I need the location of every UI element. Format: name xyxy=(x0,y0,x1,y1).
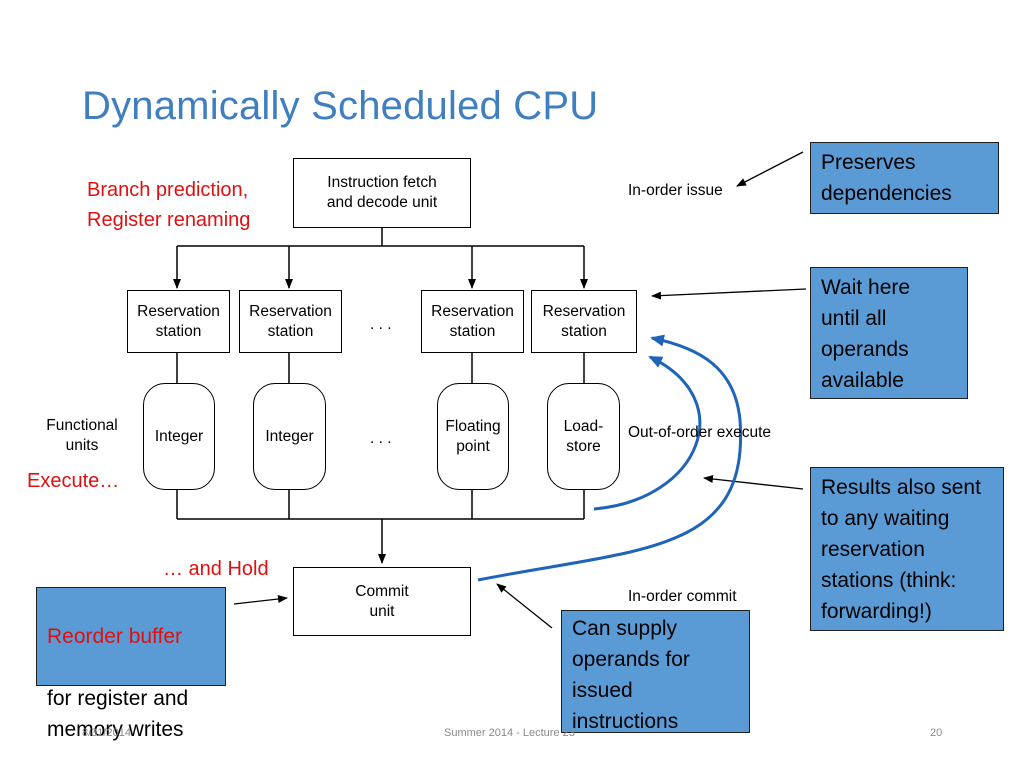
branch-prediction-note: Branch prediction, xyxy=(87,179,249,201)
results-pointer-arrow xyxy=(703,475,804,490)
functional-unit-integer-1: Integer xyxy=(143,383,215,490)
reservation-station-1: Reservation station xyxy=(127,290,230,353)
functional-unit-floating-point: Floating point xyxy=(437,383,509,490)
footer-page-number: 20 xyxy=(930,727,943,739)
wait-pointer-arrow xyxy=(651,288,807,300)
functional-unit-load-store: Load- store xyxy=(547,383,620,490)
execute-note: Execute… xyxy=(27,470,120,492)
reservation-ellipsis: . . . xyxy=(370,316,392,333)
preserves-dependencies-callout: Preserves dependencies xyxy=(810,142,999,214)
wait-here-callout: Wait here until all operands available xyxy=(810,267,968,399)
register-renaming-note: Register renaming xyxy=(87,209,251,231)
reorder-buffer-description: for register and memory writes xyxy=(47,687,189,741)
out-of-order-execute-label: Out-of-order execute xyxy=(628,424,772,441)
footer-date: 8/31/2014 xyxy=(82,727,131,739)
in-order-issue-label: In-order issue xyxy=(628,182,723,199)
reservation-station-2: Reservation station xyxy=(239,290,342,353)
reservation-station-4: Reservation station xyxy=(531,290,637,353)
and-hold-note: … and Hold xyxy=(163,558,269,580)
preserves-pointer-arrow xyxy=(736,151,804,187)
forward-from-commit-arrow xyxy=(477,334,743,582)
reorder-buffer-heading: Reorder buffer xyxy=(47,625,183,648)
functional-units-label: Functional units xyxy=(46,417,118,454)
functional-unit-integer-2: Integer xyxy=(253,383,326,490)
supply-pointer-arrow xyxy=(496,583,553,629)
results-sent-callout: Results also sent to any waiting reserva… xyxy=(810,467,1004,631)
footer-lecture: Summer 2014 - Lecture 23 xyxy=(444,727,575,739)
unit-ellipsis: . . . xyxy=(370,430,392,447)
forward-from-results-arrow xyxy=(593,355,702,511)
instruction-fetch-unit: Instruction fetch and decode unit xyxy=(293,158,471,228)
commit-unit: Commit unit xyxy=(293,567,471,636)
can-supply-callout: Can supply operands for issued instructi… xyxy=(561,610,750,733)
reservation-station-3: Reservation station xyxy=(421,290,524,353)
slide-title: Dynamically Scheduled CPU xyxy=(82,84,599,128)
reorder-pointer-arrow xyxy=(233,595,288,605)
in-order-commit-label: In-order commit xyxy=(628,588,737,605)
reorder-buffer-callout: Reorder buffer for register and memory w… xyxy=(36,587,226,741)
